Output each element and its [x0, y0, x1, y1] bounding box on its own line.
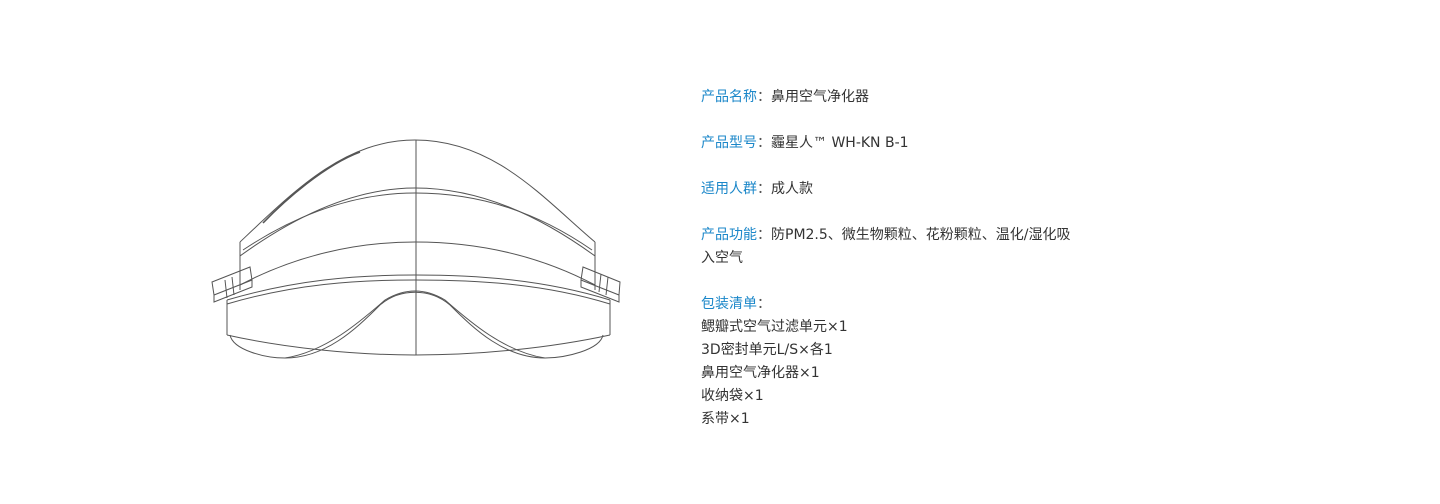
- spec-label: 产品名称: [701, 89, 757, 105]
- spec-function: 产品功能：防PM2.5、微生物颗粒、花粉颗粒、温化/湿化吸入空气: [701, 224, 1071, 270]
- spec-separator: ：: [757, 227, 771, 243]
- product-specs: 产品名称：鼻用空气净化器 产品型号：霾星人™ WH-KN B-1 适用人群：成人…: [701, 86, 1071, 431]
- spec-separator: ：: [757, 135, 771, 151]
- spec-label: 适用人群: [701, 181, 757, 197]
- spec-label: 产品型号: [701, 135, 757, 151]
- spec-audience: 适用人群：成人款: [701, 178, 1071, 201]
- spec-label: 产品功能: [701, 227, 757, 243]
- spec-value: 霾星人™ WH-KN B-1: [771, 135, 909, 151]
- spec-value: 鼻用空气净化器: [771, 89, 869, 105]
- spec-separator: ：: [757, 89, 771, 105]
- package-list: 鳃瓣式空气过滤单元×1 3D密封单元L/S×各1 鼻用空气净化器×1 收纳袋×1…: [701, 316, 1071, 431]
- spec-separator: ：: [757, 296, 771, 312]
- spec-package: 包装清单： 鳃瓣式空气过滤单元×1 3D密封单元L/S×各1 鼻用空气净化器×1…: [701, 293, 1071, 431]
- spec-label: 包装清单: [701, 296, 757, 312]
- package-item: 收纳袋×1: [701, 388, 764, 404]
- spec-product-model: 产品型号：霾星人™ WH-KN B-1: [701, 132, 1071, 155]
- package-item: 系带×1: [701, 411, 750, 427]
- spec-separator: ：: [757, 181, 771, 197]
- package-item: 3D密封单元L/S×各1: [701, 342, 833, 358]
- package-item: 鳃瓣式空气过滤单元×1: [701, 319, 848, 335]
- spec-product-name: 产品名称：鼻用空气净化器: [701, 86, 1071, 109]
- product-illustration: [205, 130, 635, 370]
- spec-value: 成人款: [771, 181, 813, 197]
- nasal-air-purifier-icon: [211, 139, 621, 359]
- package-item: 鼻用空气净化器×1: [701, 365, 820, 381]
- spec-value: 防PM2.5、微生物颗粒、花粉颗粒、温化/湿化吸入空气: [701, 227, 1071, 266]
